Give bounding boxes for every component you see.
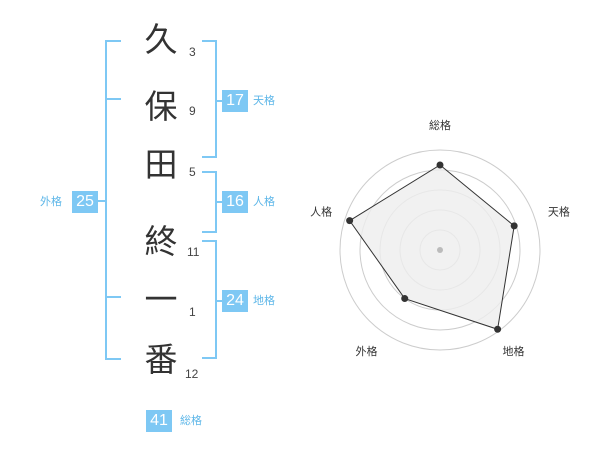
tenkaku-label: 天格 [253,94,275,107]
gaikaku-badge: 25 [72,191,98,213]
name-char-6: 番 [144,340,178,379]
stroke-count-1: 3 [189,45,196,59]
stroke-count-6: 12 [185,367,199,381]
tenkaku-badge: 17 [222,90,248,112]
chikaku-bracket [202,240,217,359]
chikaku-label: 地格 [253,294,275,307]
stroke-count-2: 9 [189,104,196,118]
name-char-1: 久 [144,20,178,59]
radar-ring-5 [339,149,541,351]
radar-point-1 [436,161,444,169]
jinkaku-label: 人格 [253,195,275,208]
stroke-count-5: 1 [189,305,196,319]
radar-point-2 [510,222,518,230]
radar-series-polygon [348,164,515,330]
tenkaku-bracket [202,40,217,158]
radar-center-point [437,247,443,253]
soukaku-badge: 41 [146,410,172,432]
stroke-count-3: 5 [189,165,196,179]
name-char-5: 一 [144,280,178,319]
jinkaku-badge: 16 [222,191,248,213]
gaikaku-label: 外格 [40,195,62,208]
name-char-4: 終 [144,222,178,261]
radar-point-4 [401,295,409,303]
radar-axis-label-2: 天格 [548,204,570,218]
name-char-2: 保 [144,87,178,126]
stroke-count-4: 11 [187,245,200,259]
radar-axis-label-5: 人格 [310,204,332,218]
radar-axis-label-1: 総格 [429,118,451,132]
radar-point-3 [494,325,502,333]
soukaku-label: 総格 [180,414,202,427]
radar-axis-label-4: 外格 [356,344,378,358]
chikaku-badge: 24 [222,290,248,312]
name-char-3: 田 [144,145,178,184]
radar-axis-label-3: 地格 [502,344,524,358]
radar-point-5 [346,217,354,225]
